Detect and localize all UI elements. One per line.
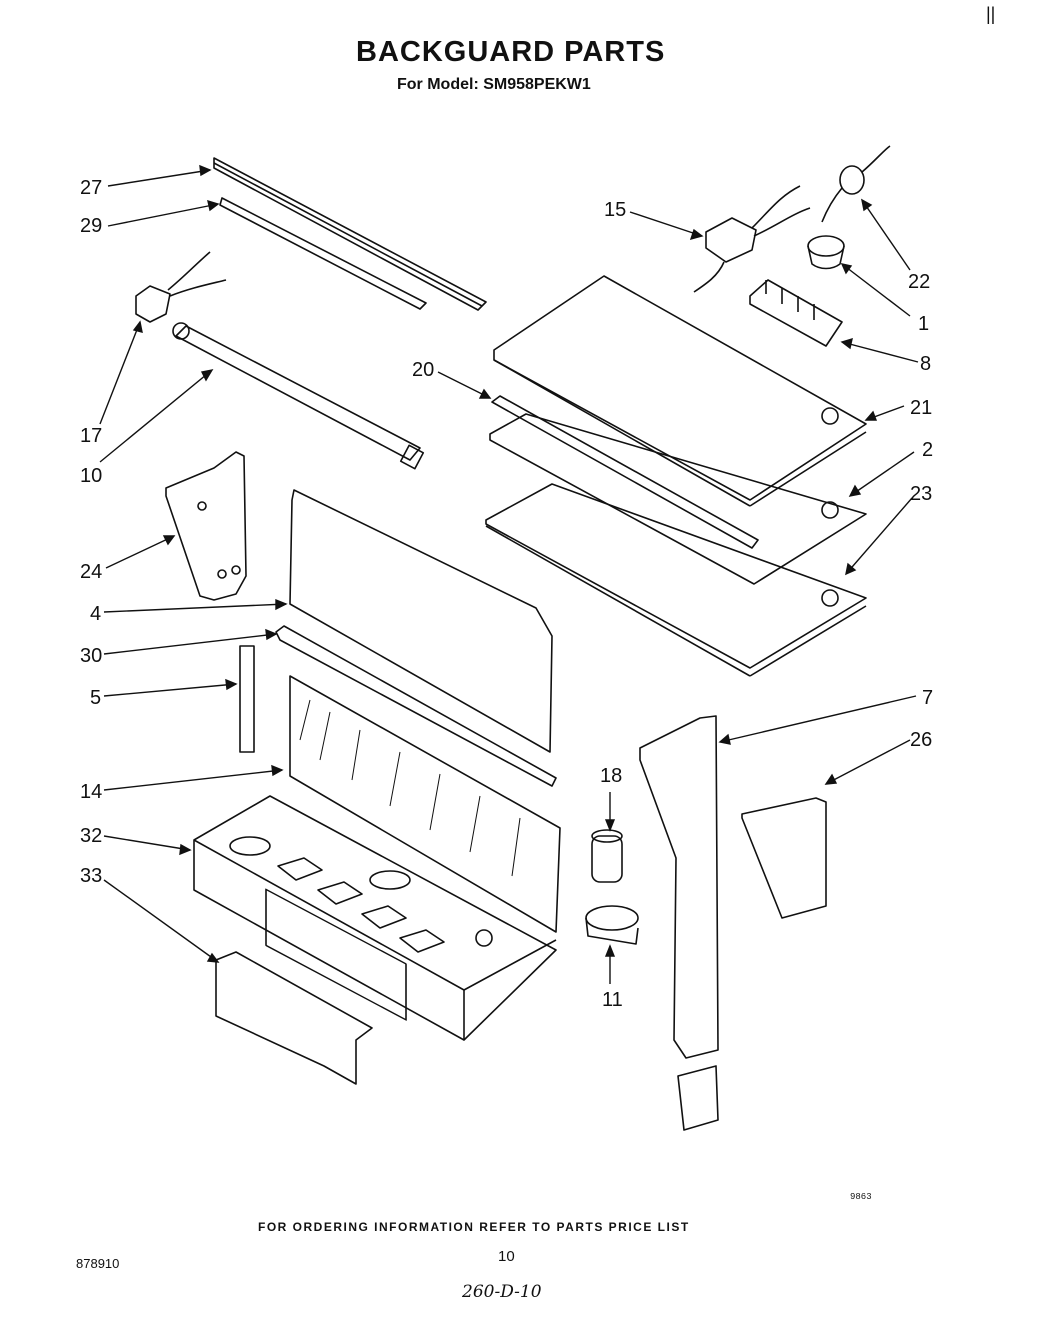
trim-strip-29 <box>219 197 427 310</box>
clamp-11 <box>585 905 639 945</box>
strip-20 <box>491 395 759 549</box>
callout-26: 26 <box>910 729 933 751</box>
side-trim-5 <box>239 645 255 753</box>
callout-29: 29 <box>80 215 103 237</box>
ordering-note: FOR ORDERING INFORMATION REFER TO PARTS … <box>258 1220 690 1234</box>
callout-32: 32 <box>80 825 103 847</box>
panel-2 <box>489 413 867 585</box>
callout-8: 8 <box>920 353 932 375</box>
side-bracket-26 <box>741 797 827 919</box>
wire-loop-22 <box>821 145 891 223</box>
page-title: BACKGUARD PARTS <box>356 36 666 68</box>
callout-18: 18 <box>600 765 623 787</box>
lower-trim-33 <box>215 951 373 1085</box>
end-bracket-24 <box>165 451 247 601</box>
callout-27: 27 <box>80 177 103 199</box>
fluorescent-tube-10 <box>172 322 425 470</box>
side-column-7 <box>639 715 719 1131</box>
callout-30: 30 <box>80 645 103 667</box>
callout-7: 7 <box>922 687 934 709</box>
callout-24: 24 <box>80 561 103 583</box>
terminal-block-17 <box>135 251 227 323</box>
terminal-strip-8 <box>749 279 843 347</box>
callout-11: 11 <box>602 989 623 1011</box>
handwritten-reference: 260-D-10 <box>462 1282 542 1302</box>
page-number: 10 <box>498 1248 515 1265</box>
callout-15: 15 <box>604 199 627 221</box>
callout-4: 4 <box>90 603 102 625</box>
callout-5: 5 <box>90 687 102 709</box>
callout-20: 20 <box>412 359 435 381</box>
back-panel-4 <box>289 489 553 753</box>
top-panel-21 <box>493 275 867 507</box>
corner-marks: || <box>986 4 996 24</box>
model-subtitle: For Model: SM958PEKW1 <box>397 76 591 93</box>
switch-15 <box>693 185 811 293</box>
callout-17: 17 <box>80 425 103 447</box>
callout-2: 2 <box>922 439 934 461</box>
callout-21: 21 <box>910 397 933 419</box>
top-trim-27 <box>213 157 487 311</box>
callout-23: 23 <box>910 483 933 505</box>
lamp-socket-1 <box>807 235 845 270</box>
capacitor-18 <box>591 829 623 883</box>
tray-23 <box>485 483 867 677</box>
retainer-strip-30 <box>275 625 557 787</box>
control-housing-32 <box>193 795 557 1041</box>
callout-22: 22 <box>908 271 931 293</box>
callout-14: 14 <box>80 781 103 803</box>
callout-10: 10 <box>80 465 103 487</box>
callout-33: 33 <box>80 865 103 887</box>
document-number: 878910 <box>76 1256 120 1271</box>
callout-1: 1 <box>918 313 930 335</box>
illustration-code: 9863 <box>850 1192 872 1202</box>
glass-panel-14 <box>289 675 561 933</box>
